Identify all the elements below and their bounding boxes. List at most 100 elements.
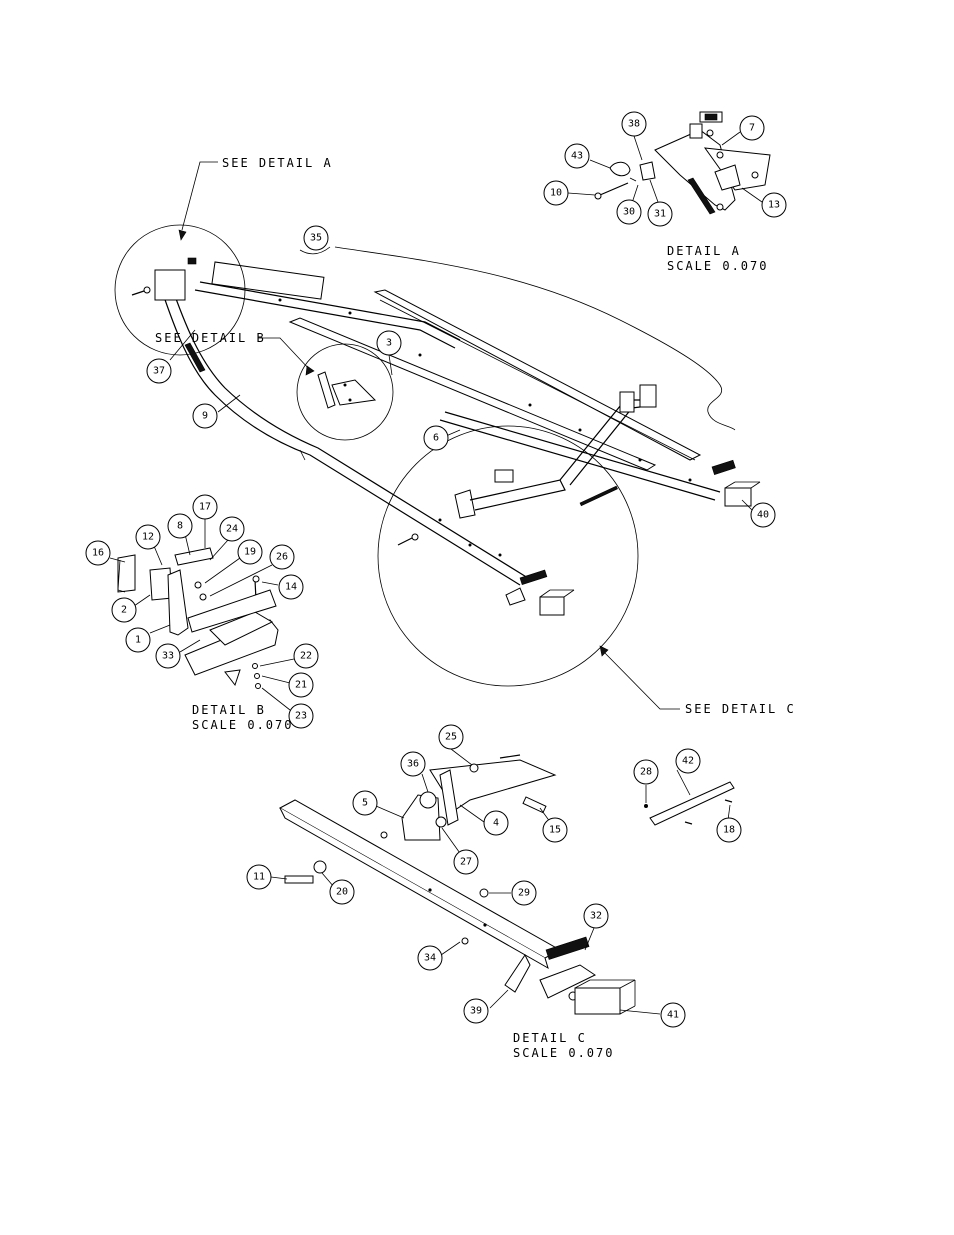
svg-text:21: 21 — [295, 680, 307, 691]
detail-b-scale: SCALE 0.070 — [192, 718, 293, 732]
svg-text:37: 37 — [153, 366, 165, 377]
detail-c-title: DETAIL C — [513, 1031, 587, 1045]
svg-text:35: 35 — [310, 233, 322, 244]
balloon-20: 20 — [329, 879, 355, 905]
svg-text:36: 36 — [407, 759, 419, 770]
svg-text:11: 11 — [253, 872, 265, 883]
detail-c-circle — [377, 425, 639, 687]
balloon-8: 8 — [167, 513, 193, 539]
balloon-43: 43 — [564, 143, 590, 169]
balloon-31: 31 — [647, 201, 673, 227]
balloon-13: 13 — [761, 192, 787, 218]
balloon-21: 21 — [288, 672, 314, 698]
svg-text:38: 38 — [628, 119, 640, 130]
balloon-25: 25 — [438, 724, 464, 750]
svg-text:25: 25 — [445, 732, 457, 743]
svg-text:17: 17 — [199, 502, 211, 513]
svg-text:26: 26 — [276, 552, 288, 563]
detail-a: 38 7 43 10 30 31 13 DETAIL A SCALE 0.070 — [543, 111, 787, 273]
svg-text:16: 16 — [92, 548, 104, 559]
svg-text:14: 14 — [285, 582, 297, 593]
balloon-41: 41 — [660, 1002, 686, 1028]
see-detail-a-label: SEE DETAIL A — [222, 156, 333, 170]
svg-text:40: 40 — [757, 510, 769, 521]
svg-text:34: 34 — [424, 953, 436, 964]
balloon-23: 23 — [288, 703, 314, 729]
balloon-22: 22 — [293, 643, 319, 669]
svg-text:28: 28 — [640, 767, 652, 778]
svg-text:12: 12 — [142, 532, 154, 543]
balloon-39: 39 — [463, 998, 489, 1024]
balloon-42: 42 — [675, 748, 701, 774]
detail-b-circle — [296, 343, 394, 441]
svg-text:39: 39 — [470, 1006, 482, 1017]
balloon-40: 40 — [750, 502, 776, 528]
svg-text:27: 27 — [460, 857, 472, 868]
balloon-7: 7 — [739, 115, 765, 141]
balloon-36: 36 — [400, 751, 426, 777]
detail-b-title: DETAIL B — [192, 703, 266, 717]
svg-text:41: 41 — [667, 1010, 679, 1021]
detail-b: 17 8 24 12 16 19 26 14 2 1 33 22 21 23 D… — [85, 494, 319, 732]
balloon-29: 29 — [511, 880, 537, 906]
balloon-1: 1 — [125, 627, 151, 653]
svg-text:19: 19 — [244, 547, 256, 558]
balloon-11: 11 — [246, 864, 272, 890]
svg-text:42: 42 — [682, 756, 694, 767]
svg-text:4: 4 — [493, 818, 499, 829]
svg-text:15: 15 — [549, 825, 561, 836]
svg-text:23: 23 — [295, 711, 307, 722]
svg-text:20: 20 — [336, 887, 348, 898]
svg-text:8: 8 — [177, 521, 183, 532]
balloon-18: 18 — [716, 817, 742, 843]
svg-text:30: 30 — [623, 207, 635, 218]
balloon-35: 35 — [303, 225, 329, 251]
balloon-10: 10 — [543, 180, 569, 206]
svg-text:22: 22 — [300, 651, 312, 662]
svg-text:24: 24 — [226, 524, 238, 535]
balloon-3: 3 — [376, 330, 402, 356]
balloon-19: 19 — [237, 539, 263, 565]
detail-a-circle — [114, 224, 246, 356]
balloon-4: 4 — [483, 810, 509, 836]
balloon-38: 38 — [621, 111, 647, 137]
svg-text:31: 31 — [654, 209, 666, 220]
svg-text:13: 13 — [768, 200, 780, 211]
balloon-12: 12 — [135, 524, 161, 550]
detail-a-scale: SCALE 0.070 — [667, 259, 768, 273]
svg-text:9: 9 — [202, 411, 208, 422]
balloon-32: 32 — [583, 903, 609, 929]
svg-text:43: 43 — [571, 151, 583, 162]
see-detail-b-label: SEE DETAIL B — [155, 331, 266, 345]
balloon-9: 9 — [192, 403, 218, 429]
svg-text:5: 5 — [362, 798, 368, 809]
svg-text:33: 33 — [162, 651, 174, 662]
detail-a-title: DETAIL A — [667, 244, 741, 258]
main-balloons: 35 37 3 9 6 40 — [146, 225, 776, 528]
see-detail-c-label: SEE DETAIL C — [685, 702, 796, 716]
balloon-30: 30 — [616, 199, 642, 225]
balloon-28: 28 — [633, 759, 659, 785]
balloon-27: 27 — [453, 849, 479, 875]
balloon-34: 34 — [417, 945, 443, 971]
balloon-6: 6 — [423, 425, 449, 451]
detail-c: 25 36 5 4 15 27 11 20 29 32 34 39 41 28 … — [246, 724, 742, 1060]
svg-text:18: 18 — [723, 825, 735, 836]
balloon-15: 15 — [542, 817, 568, 843]
balloon-33: 33 — [155, 643, 181, 669]
svg-text:6: 6 — [433, 433, 439, 444]
balloon-26: 26 — [269, 544, 295, 570]
balloon-2: 2 — [111, 597, 137, 623]
svg-text:32: 32 — [590, 911, 602, 922]
balloon-37: 37 — [146, 358, 172, 384]
svg-text:10: 10 — [550, 188, 562, 199]
svg-text:1: 1 — [135, 635, 141, 646]
balloon-16: 16 — [85, 540, 111, 566]
main-assembly — [159, 246, 761, 616]
detail-c-scale: SCALE 0.070 — [513, 1046, 614, 1060]
svg-text:7: 7 — [749, 123, 755, 134]
balloon-17: 17 — [192, 494, 218, 520]
balloon-24: 24 — [219, 516, 245, 542]
balloon-5: 5 — [352, 790, 378, 816]
